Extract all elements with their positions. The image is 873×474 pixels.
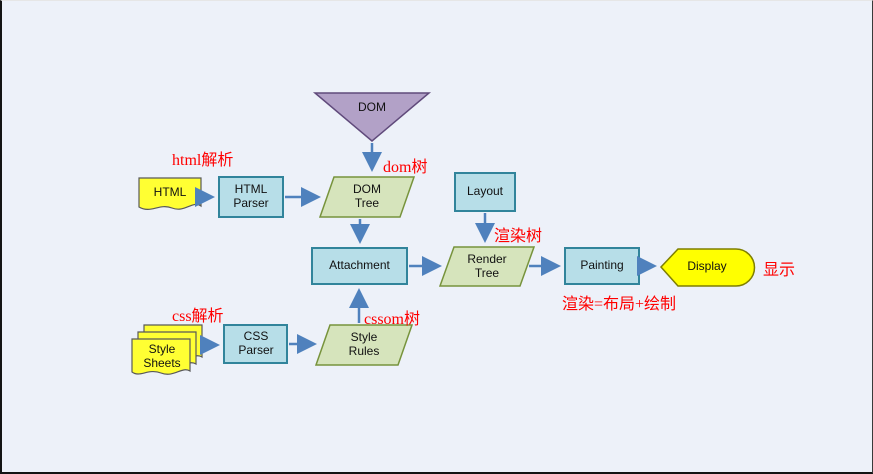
dom-triangle-shape bbox=[312, 92, 432, 142]
html-document-shape bbox=[138, 177, 202, 211]
display-shape bbox=[659, 248, 756, 287]
attachment-box bbox=[311, 247, 408, 285]
painting-box bbox=[564, 247, 640, 285]
style-sheets-document-front bbox=[131, 338, 191, 375]
style-rules-parallelogram bbox=[314, 324, 414, 366]
css-parser-box bbox=[223, 324, 288, 364]
render-tree-parallelogram bbox=[438, 246, 536, 287]
dom-tree-parallelogram bbox=[318, 176, 416, 218]
layout-box bbox=[454, 172, 516, 212]
html-parser-box bbox=[218, 176, 284, 218]
